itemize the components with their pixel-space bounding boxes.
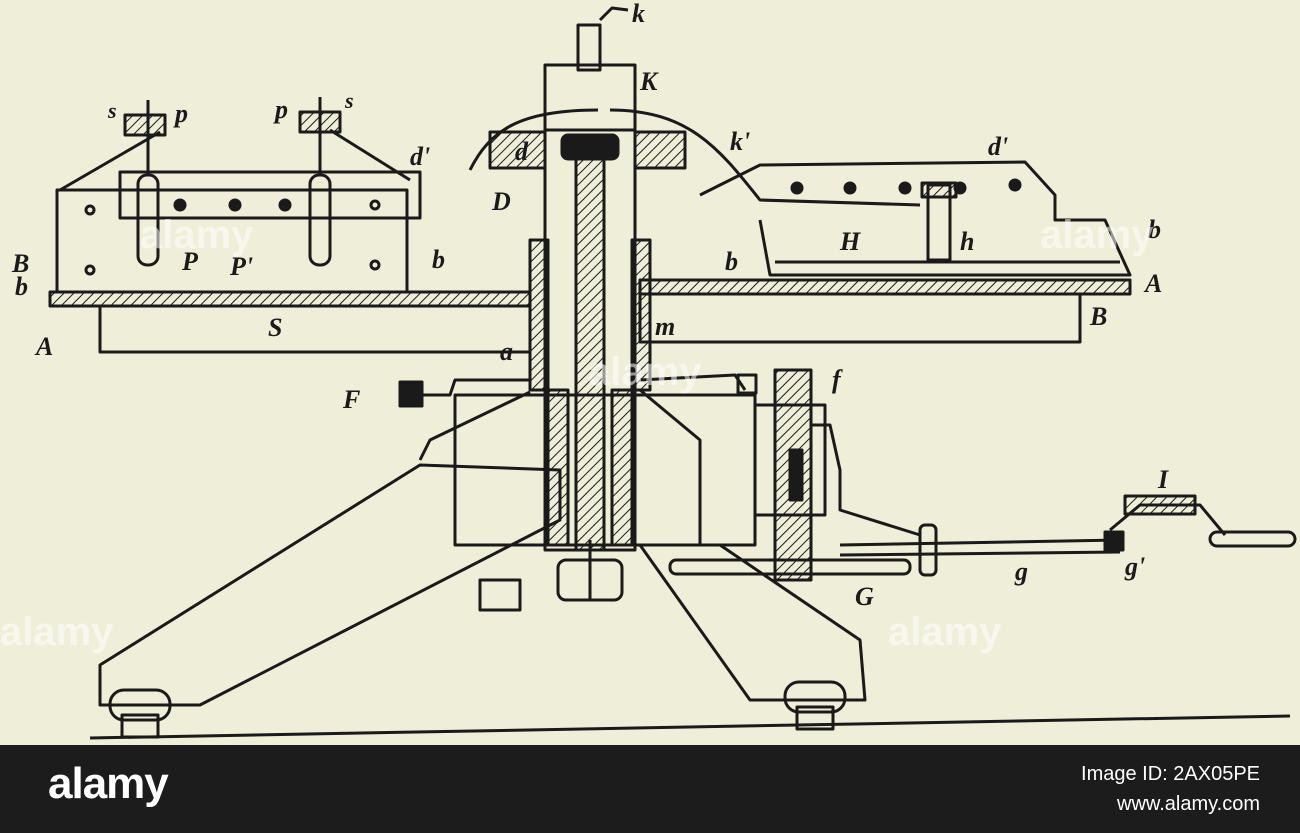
label-b-left: b <box>15 272 28 301</box>
label-p-left: p <box>173 99 188 128</box>
label-g: g <box>1014 557 1028 586</box>
label-k-prime: k' <box>730 127 750 156</box>
watermark-center: alamy <box>588 350 702 394</box>
label-P-prime: P' <box>229 252 253 281</box>
label-b-right-top: b <box>1148 215 1161 244</box>
watermark-upper-right: alamy <box>1040 213 1154 257</box>
watermark-right: alamy <box>888 610 1002 654</box>
sleeve-a <box>528 238 550 392</box>
label-s-left: s <box>107 98 117 123</box>
label-d-prime-right: d' <box>988 132 1008 161</box>
left-foot <box>108 688 172 722</box>
label-B-right: B <box>1089 302 1107 331</box>
left-lower-rail <box>98 304 532 354</box>
watermark-left: alamy <box>0 610 114 654</box>
label-A-right: A <box>1143 269 1162 298</box>
left-foot-base <box>120 713 160 739</box>
table-A-right <box>638 278 1132 296</box>
label-m: m <box>655 312 675 341</box>
label-g-prime: g' <box>1124 552 1145 581</box>
label-G: G <box>855 582 874 611</box>
label-P: P <box>181 247 199 276</box>
right-lower-rail <box>638 292 1082 344</box>
label-H: H <box>839 227 861 256</box>
label-h: h <box>960 227 974 256</box>
label-b-center: b <box>432 245 445 274</box>
label-D: D <box>491 187 511 216</box>
label-b-right-inner: b <box>725 247 738 276</box>
right-leg <box>638 543 867 702</box>
right-foot-base <box>795 705 835 731</box>
label-S: S <box>268 313 282 342</box>
label-F: F <box>342 385 360 414</box>
column-top-K <box>543 63 637 132</box>
label-a: a <box>500 337 513 366</box>
rod-g <box>839 538 1121 547</box>
machine-diagram: k K k' d d' d' D H h b b b B b A B A s p… <box>0 0 1297 740</box>
label-p-right: p <box>273 95 288 124</box>
right-box-B <box>699 160 1132 277</box>
ground-line <box>89 714 1291 740</box>
label-f: f <box>832 365 843 394</box>
image-meta: Image ID: 2AX05PE www.alamy.com <box>1081 759 1260 819</box>
left-rail-upper <box>118 170 422 220</box>
footer-bar: alamy Image ID: 2AX05PE www.alamy.com <box>0 745 1300 833</box>
lever-F <box>405 378 530 397</box>
label-A-left: A <box>34 332 53 361</box>
left-box-B <box>55 188 409 294</box>
label-I: I <box>1157 465 1169 494</box>
right-foot <box>783 680 847 714</box>
handle-G <box>668 558 912 576</box>
left-leg <box>98 463 562 707</box>
label-K: K <box>639 67 659 96</box>
label-d: d <box>515 137 529 166</box>
site-url[interactable]: www.alamy.com <box>1117 793 1260 815</box>
alamy-logo[interactable]: alamy <box>48 759 169 808</box>
arm-link <box>418 390 531 461</box>
label-k: k <box>632 0 645 28</box>
frame-bracket <box>639 388 702 545</box>
pipe-k-prime <box>468 108 599 171</box>
image-id: Image ID: 2AX05PE <box>1081 763 1260 785</box>
label-s-right: s <box>344 88 354 113</box>
watermark-upper-left: alamy <box>140 213 254 257</box>
table-A-left <box>48 290 532 308</box>
label-d-prime-left: d' <box>410 142 430 171</box>
patent-drawing: k K k' d d' d' D H h b b b B b A B A s p… <box>0 0 1297 740</box>
label-B-left: B <box>11 249 29 278</box>
